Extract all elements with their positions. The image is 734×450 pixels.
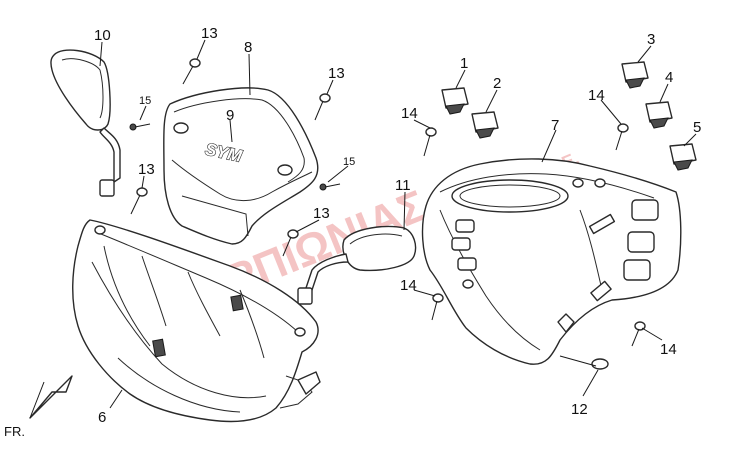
screw-part-14b xyxy=(615,123,629,151)
callout-10: 10 xyxy=(94,27,111,44)
callout-9: 9 xyxy=(226,107,234,124)
callout-6: 6 xyxy=(98,409,106,426)
front-direction-label: FR. xyxy=(4,424,25,439)
callout-14a: 14 xyxy=(401,105,418,122)
leader-lines xyxy=(99,39,697,409)
callout-2: 2 xyxy=(493,75,501,92)
clip-part-1 xyxy=(441,87,469,115)
callout-13d: 13 xyxy=(313,205,330,222)
callout-15b: 15 xyxy=(343,156,355,168)
screw-part-15b xyxy=(319,183,341,191)
callout-15a: 15 xyxy=(139,95,151,107)
clip-part-5 xyxy=(669,143,697,171)
right-mirror xyxy=(297,225,417,305)
callout-14b: 14 xyxy=(588,87,605,104)
screw-part-13d xyxy=(282,229,299,257)
callout-labels: 10 8 9 13 13 13 13 15 15 11 1 2 3 4 5 14… xyxy=(4,25,701,439)
callout-13a: 13 xyxy=(201,25,218,42)
clip-part-4 xyxy=(645,101,673,129)
screw-part-15a xyxy=(129,123,151,131)
callout-14c: 14 xyxy=(400,277,417,294)
screw-part-13a xyxy=(182,58,201,85)
screw-part-14d xyxy=(631,321,646,347)
callout-14d: 14 xyxy=(660,341,677,358)
meter-cover: SYM xyxy=(163,87,319,245)
callout-1: 1 xyxy=(460,55,468,72)
front-handlebar-cover xyxy=(72,219,321,423)
rear-handlebar-cover xyxy=(421,158,682,365)
screw-part-14c xyxy=(431,293,444,321)
screw-part-13b xyxy=(314,93,331,121)
screw-part-12 xyxy=(559,355,609,370)
clip-part-3 xyxy=(621,61,649,89)
callout-13b: 13 xyxy=(328,65,345,82)
left-mirror xyxy=(50,49,121,197)
callout-4: 4 xyxy=(665,69,673,86)
screw-part-14a xyxy=(423,127,437,157)
callout-5: 5 xyxy=(693,119,701,136)
callout-3: 3 xyxy=(647,31,655,48)
callout-11: 11 xyxy=(395,177,411,194)
callout-12: 12 xyxy=(571,401,588,418)
front-direction-arrow xyxy=(29,375,73,419)
callout-8: 8 xyxy=(244,39,252,56)
screw-part-13c xyxy=(130,187,148,215)
callout-7: 7 xyxy=(551,117,559,134)
callout-13c: 13 xyxy=(138,161,155,178)
clip-part-2 xyxy=(471,111,499,139)
